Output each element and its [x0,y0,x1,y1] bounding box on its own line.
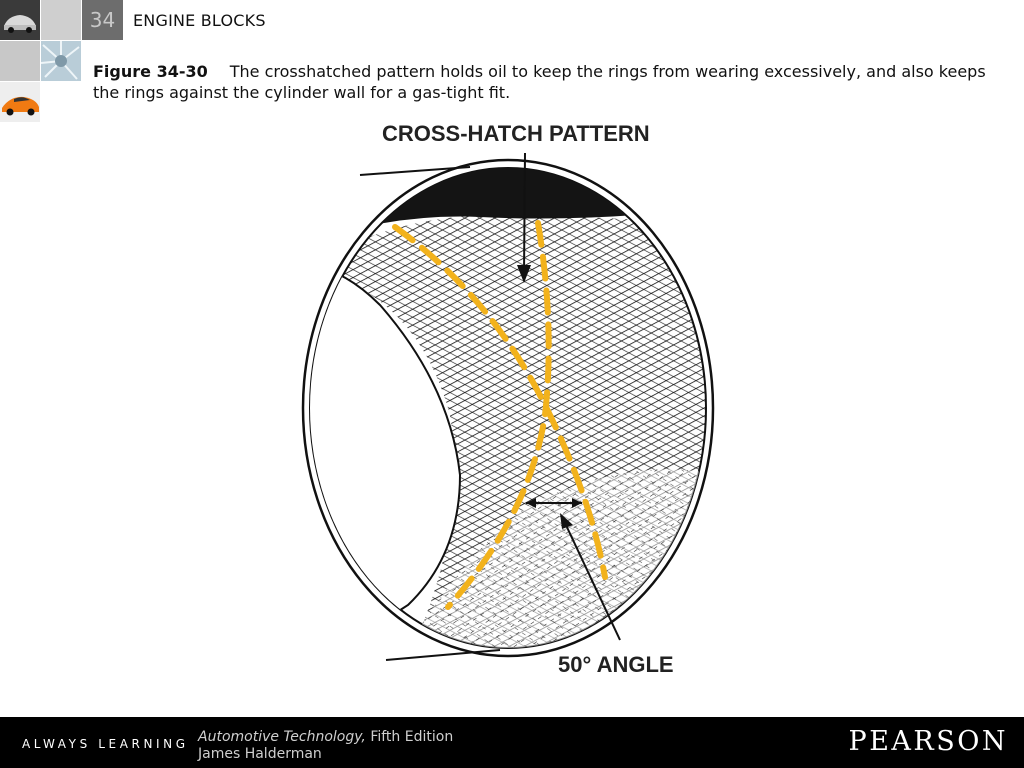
thumbnail-sports-car-image [0,82,40,122]
cross-hatch-figure: CROSS-HATCH PATTERN [300,115,730,685]
figure-label: Figure 34-30 [93,62,208,81]
angle-arrow-right-icon [572,498,582,508]
thumbnail-engine-image [41,41,81,81]
cross-hatch-line-left [392,224,608,580]
footer-tagline: ALWAYS LEARNING [22,737,189,751]
label-cross-hatch-pattern: CROSS-HATCH PATTERN [382,121,650,146]
footer-bar: ALWAYS LEARNING Automotive Technology, F… [0,717,1024,768]
book-edition: Fifth Edition [370,729,454,745]
chapter-title: ENGINE BLOCKS [133,11,266,30]
cylinder-illustration: CROSS-HATCH PATTERN [301,121,715,677]
publisher-logo: PEARSON [848,726,1008,757]
leader-line-top [359,166,471,176]
thumbnail-car-image [0,0,40,40]
arrow-head-up-icon [560,513,573,529]
book-title: Automotive Technology, [198,729,366,745]
book-author: James Halderman [198,746,322,762]
thumbnail-gray [41,0,81,40]
thumbnail-gray [0,41,40,81]
arrow-cross-hatch [523,152,526,276]
leader-line-bottom [385,649,501,661]
label-50-degree-angle: 50° ANGLE [558,652,674,677]
arrow-head-down-icon [517,265,531,283]
caption-text: The crosshatched pattern holds oil to ke… [93,62,986,102]
cross-hatch-line-right [445,220,552,610]
book-info: Automotive Technology, Fifth Edition Jam… [198,729,453,763]
angle-arrow-left-icon [526,498,536,508]
chapter-number: 34 [82,0,123,40]
arrow-angle-leader [564,522,621,641]
